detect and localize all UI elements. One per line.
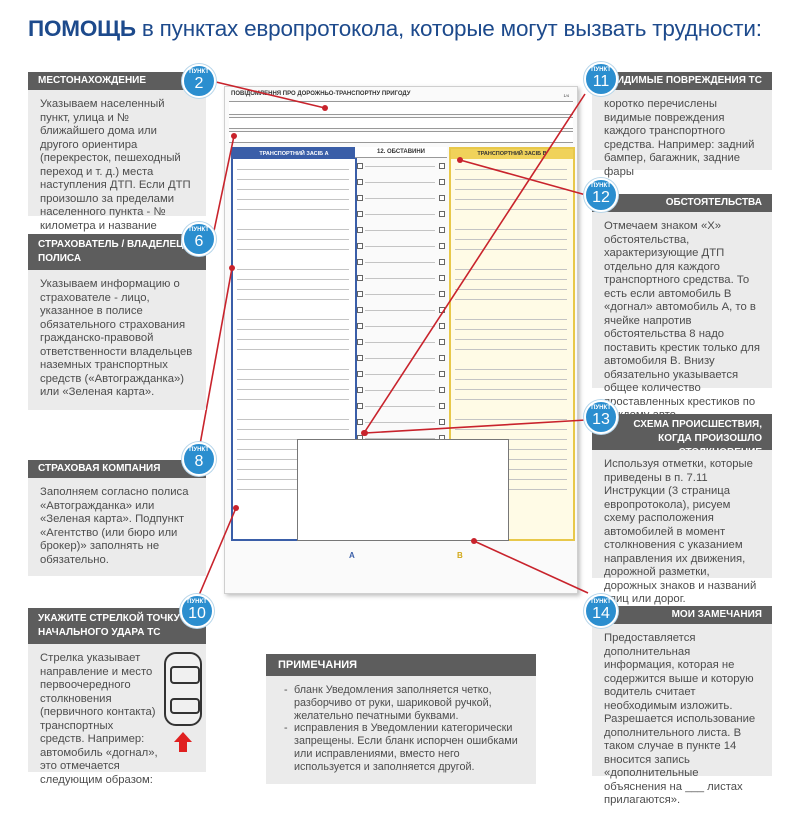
callout-policyholder-text: Указываем информацию о страхователе - ли… [40,278,193,398]
impact-arrow-stem [179,742,187,752]
callout-my-remarks: МОИ ЗАМЕЧАНИЯ Предоставляется дополнител… [592,606,772,806]
callout-insurance-company: СТРАХОВАЯ КОМПАНИЯ Заполняем согласно по… [28,460,206,576]
callout-policyholder-header: СТРАХОВАТЕЛЬ / ВЛАДЕЛЕЦ ПОЛИСА [28,234,206,270]
callout-location-header: МЕСТОНАХОЖДЕНИЕ [28,72,206,90]
form-row-date-place [229,101,573,115]
callout-insurance-company-text: Заполняем согласно полиса «Автогражданка… [40,486,189,566]
callout-location-text: Указываем населенный пункт, улица и № бл… [40,98,191,245]
form-vehicle-a-column: ТРАНСПОРТНИЙ ЗАСІБ А [231,147,357,541]
notes-box: ПРИМЕЧАНИЯ бланк Уведомления заполняется… [266,654,536,784]
callout-accident-scheme-header: СХЕМА ПРОИСШЕСТВИЯ, КОГДА ПРОИЗОШЛО СТОЛ… [592,414,772,450]
page-title: ПОМОЩЬ в пунктах европротокола, которые … [28,16,762,41]
europrotocol-form-image: ПОВІДОМЛЕННЯ ПРО ДОРОЖНЬО-ТРАНСПОРТНУ ПР… [224,86,578,594]
form-page-label: 1/4 [563,93,569,98]
notes-header: ПРИМЕЧАНИЯ [266,654,536,676]
callout-my-remarks-text: Предоставляется дополнительная информаци… [604,632,756,806]
callout-insurance-company-header: СТРАХОВАЯ КОМПАНИЯ [28,460,206,478]
form-letter-a: A [349,551,355,560]
car-top-view-icon [164,652,202,726]
form-circumstances-header: 12. ОБСТАВИНИ [355,147,447,158]
callout-impact-point-text: Стрелка указывает направление и место пе… [40,652,158,786]
callout-visible-damage: ВИДИМЫЕ ПОВРЕЖДЕНИЯ ТС коротко перечисле… [592,72,772,178]
form-letter-b: B [457,551,463,560]
notes-item: исправления в Уведомлении категорически … [284,722,528,773]
notes-list: бланк Уведомления заполняется четко, раз… [266,676,536,784]
callout-impact-point-header: УКАЖИТЕ СТРЕЛКОЙ ТОЧКУ НАЧАЛЬНОГО УДАРА … [28,608,206,644]
callout-accident-scheme: СХЕМА ПРОИСШЕСТВИЯ, КОГДА ПРОИЗОШЛО СТОЛ… [592,414,772,605]
form-vehicle-a-header: ТРАНСПОРТНИЙ ЗАСІБ А [233,149,355,159]
notes-item: бланк Уведомления заполняется четко, раз… [284,684,528,722]
callout-circumstances-text: Отмечаем знаком «X» обстоятельства, хара… [604,220,760,421]
impact-arrow-icon [174,732,192,742]
form-accident-scheme [297,439,509,541]
callout-policyholder: СТРАХОВАТЕЛЬ / ВЛАДЕЛЕЦ ПОЛИСА Указываем… [28,234,206,410]
callout-circumstances: ОБСТОЯТЕЛЬСТВА Отмечаем знаком «X» обсто… [592,194,772,421]
form-row-witnesses [229,131,573,143]
callout-my-remarks-header: МОИ ЗАМЕЧАНИЯ [592,606,772,624]
callout-location: МЕСТОНАХОЖДЕНИЕ Указываем населенный пун… [28,72,206,245]
callout-accident-scheme-text: Используя отметки, которые приведены в п… [604,458,757,605]
callout-visible-damage-text: коротко перечислены видимые повреждения … [604,98,755,178]
form-title: ПОВІДОМЛЕННЯ ПРО ДОРОЖНЬО-ТРАНСПОРТНУ ПР… [231,91,411,97]
form-row-injuries [229,117,573,129]
form-vehicle-b-header: ТРАНСПОРТНИЙ ЗАСІБ В [451,149,573,159]
callout-circumstances-header: ОБСТОЯТЕЛЬСТВА [592,194,772,212]
callout-visible-damage-header: ВИДИМЫЕ ПОВРЕЖДЕНИЯ ТС [592,72,772,90]
